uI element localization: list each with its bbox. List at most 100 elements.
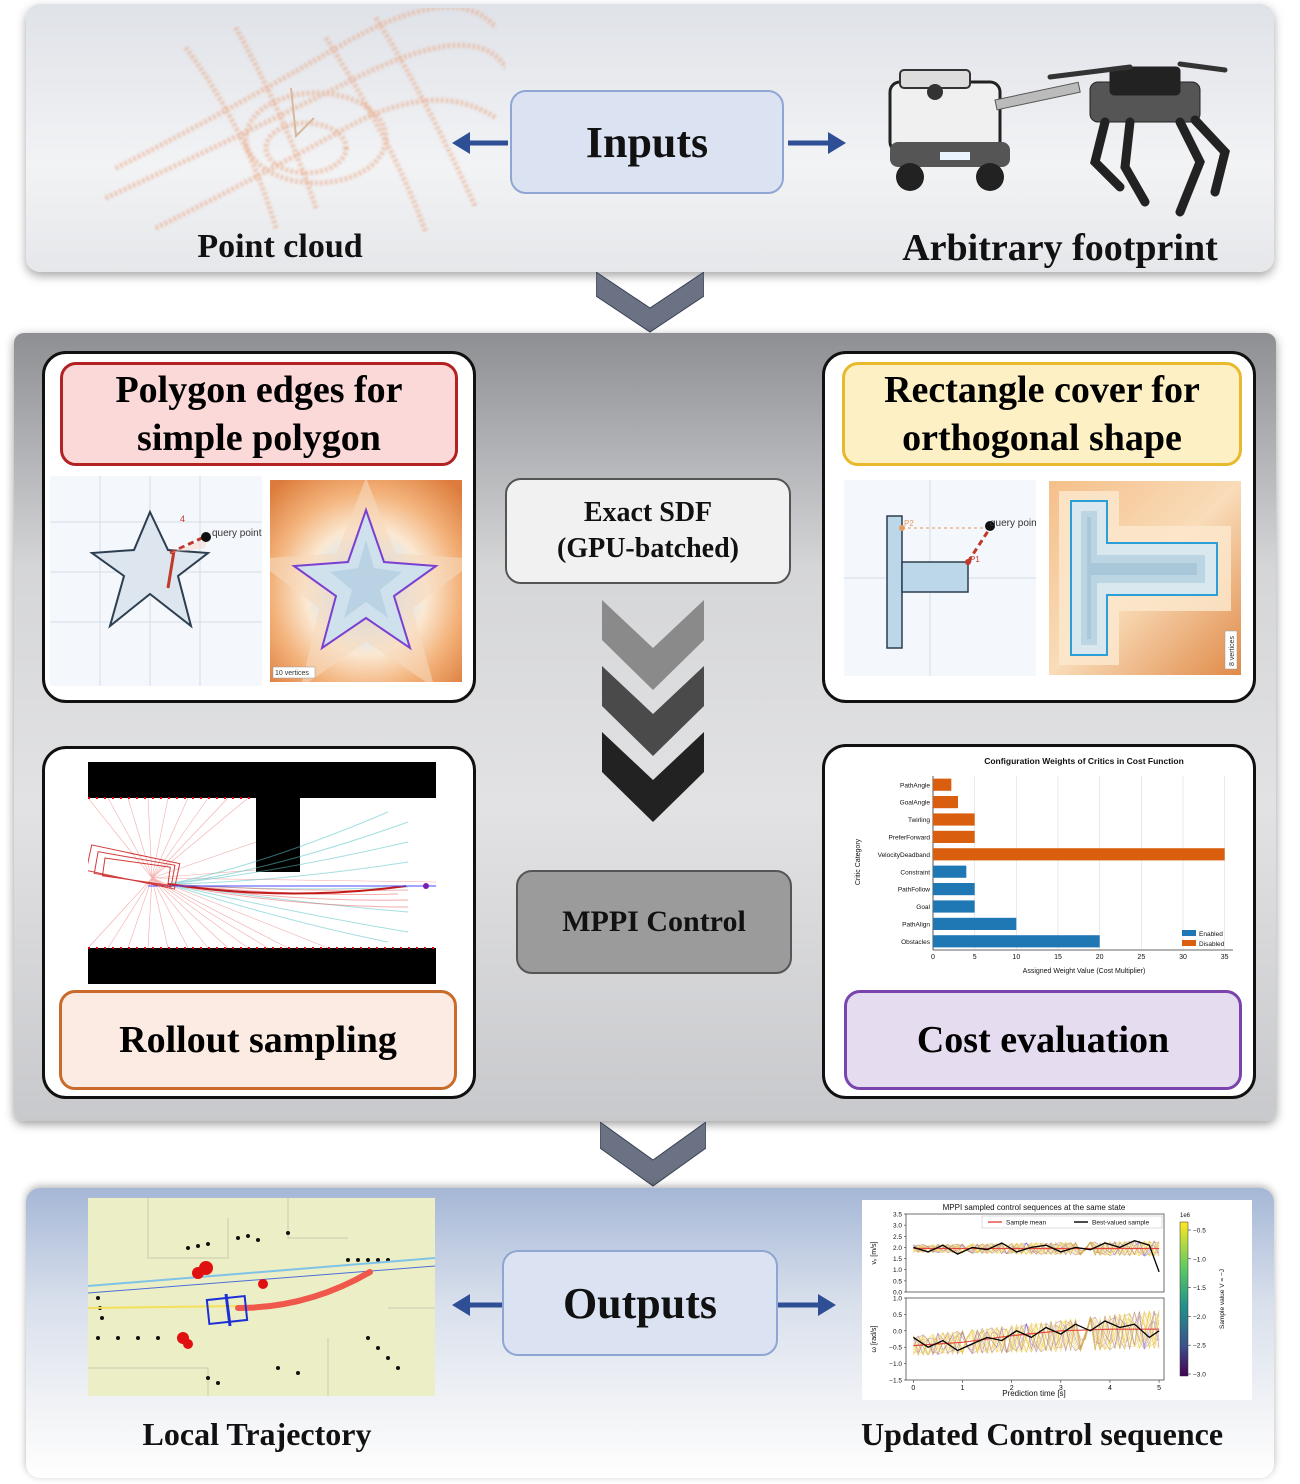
ytick-label: 1.0	[893, 1267, 902, 1274]
ytick-label: 0.5	[893, 1312, 902, 1319]
bar-PathAlign	[933, 918, 1016, 930]
polygon-title-line2: simple polygon	[137, 414, 381, 462]
sdf-line1: Exact SDF	[584, 495, 712, 531]
panel-ylabel: vₓ [m/s]	[871, 1241, 878, 1264]
rect-title-line2: orthogonal shape	[902, 414, 1182, 462]
ytick-label: 2.0	[893, 1245, 902, 1252]
bar-VelocityDeadband	[933, 848, 1225, 860]
legend-swatch	[1182, 940, 1196, 946]
bar-xtick-label: 30	[1179, 954, 1187, 961]
bar-xtick-label: 0	[931, 954, 935, 961]
ytick-label: 1.5	[893, 1256, 902, 1263]
legend-label: Enabled	[1199, 931, 1223, 938]
local-trajectory-caption: Local Trajectory	[110, 1416, 404, 1453]
bar-xtick-label: 35	[1221, 954, 1229, 961]
star-query-label: query point	[212, 528, 262, 539]
star-vertex-label: 4	[180, 514, 185, 524]
rollout-sampling-label: Rollout sampling	[59, 990, 457, 1090]
sdf-line2: (GPU-batched)	[557, 531, 739, 567]
xtick-label: 0	[911, 1385, 915, 1392]
polygon-edges-title: Polygon edges for simple polygon	[60, 362, 458, 466]
xtick-label: 1	[961, 1385, 965, 1392]
ytick-label: −0.5	[889, 1345, 902, 1352]
ytick-label: 3.5	[893, 1212, 902, 1219]
exact-sdf-box: Exact SDF (GPU-batched)	[505, 478, 791, 584]
bar-Obstacles	[933, 935, 1100, 947]
right-arrow-icon-2	[776, 1290, 838, 1320]
colorbar-tick-label: −3.0	[1193, 1372, 1206, 1379]
rollout-sampling-figure	[88, 762, 436, 984]
orthogonal-shape-figure: P2 P1 query point	[844, 480, 1036, 676]
chart-title: Configuration Weights of Critics in Cost…	[984, 756, 1184, 766]
bar-category-label: PathAngle	[900, 782, 930, 789]
bar-category-label: VelocityDeadband	[878, 852, 931, 859]
inputs-title: Inputs	[510, 90, 784, 194]
bar-category-label: Goal	[916, 904, 930, 911]
colorbar-label: Sample value V = −J	[1219, 1269, 1226, 1329]
bar-GoalAngle	[933, 796, 958, 808]
local-trajectory-map	[88, 1198, 435, 1396]
footprint-caption: Arbitrary footprint	[880, 226, 1240, 270]
mppi-chart-xlabel: Prediction time [s]	[1002, 1389, 1066, 1398]
bar-category-label: PreferForward	[888, 835, 930, 842]
bar-xtick-label: 15	[1054, 954, 1062, 961]
star-vertices-note: 10 vertices	[275, 670, 309, 677]
ytick-label: −1.5	[889, 1378, 902, 1385]
point-cloud-image	[96, 8, 506, 236]
mppi-control-box: MPPI Control	[516, 870, 792, 974]
colorbar-exponent: 1e6	[1180, 1213, 1191, 1219]
chevron-down-icon-2	[600, 1122, 706, 1188]
orthogonal-sdf-heatmap: 8 vertices	[1049, 481, 1241, 675]
bar-category-label: PathFollow	[898, 887, 930, 894]
bar-category-label: PathAlign	[902, 922, 930, 929]
ytick-label: 2.5	[893, 1234, 902, 1241]
legend-label: Disabled	[1199, 941, 1225, 948]
ytick-label: 1.0	[893, 1296, 902, 1303]
control-sequence-chart: MPPI sampled control sequences at the sa…	[862, 1200, 1252, 1400]
mppi-chart-title: MPPI sampled control sequences at the sa…	[943, 1203, 1126, 1212]
panel-ylabel: ω [rad/s]	[871, 1326, 878, 1353]
left-arrow-icon-2	[450, 1290, 506, 1320]
right-arrow-icon	[786, 128, 848, 158]
control-sequence-caption: Updated Control sequence	[840, 1416, 1244, 1453]
rect-p1-label: P1	[970, 555, 980, 564]
left-arrow-icon	[450, 128, 512, 158]
bar-Twirling	[933, 813, 975, 825]
chart-xlabel: Assigned Weight Value (Cost Multiplier)	[1023, 968, 1146, 975]
chevron-down-icon	[596, 272, 704, 334]
ytick-label: 0.5	[893, 1278, 902, 1285]
colorbar-tick-label: −1.0	[1193, 1256, 1206, 1263]
bar-category-label: Constraint	[900, 869, 930, 876]
bar-category-label: Twirling	[908, 817, 930, 824]
rect-title-line1: Rectangle cover for	[884, 366, 1200, 414]
ytick-label: −1.0	[889, 1361, 902, 1368]
bar-PreferForward	[933, 831, 975, 843]
ytick-label: 0.0	[893, 1328, 902, 1335]
bar-category-label: GoalAngle	[900, 800, 931, 807]
colorbar	[1180, 1222, 1188, 1376]
bar-xtick-label: 5	[973, 954, 977, 961]
triple-chevron-down-icon	[600, 600, 706, 824]
mppi-panel-1: −1.5 −1.0 −0.5 0.0 0.5 1.0 ω [rad/s]	[871, 1296, 1164, 1385]
colorbar-tick-label: −1.5	[1193, 1285, 1206, 1292]
legend-label: Best-valued sample	[1092, 1220, 1149, 1227]
ytick-label: 3.0	[893, 1223, 902, 1230]
wheeled-robot-icon	[890, 70, 1080, 191]
xtick-label: 5	[1157, 1385, 1161, 1392]
outputs-title: Outputs	[502, 1250, 778, 1356]
colorbar-tick-label: −2.5	[1193, 1343, 1206, 1350]
bar-PathAngle	[933, 779, 951, 791]
star-polygon-figure: 4 query point	[50, 476, 262, 686]
bar-xtick-label: 25	[1137, 954, 1145, 961]
rect-query-label: query point	[990, 518, 1036, 529]
xtick-label: 4	[1108, 1385, 1112, 1392]
bar-Constraint	[933, 866, 966, 878]
bar-xtick-label: 10	[1012, 954, 1020, 961]
bar-Goal	[933, 900, 975, 912]
legend-swatch	[1182, 930, 1196, 936]
rect-p2-label: P2	[904, 519, 914, 528]
star-sdf-heatmap: 10 vertices	[270, 480, 462, 682]
polygon-title-line1: Polygon edges for	[115, 366, 402, 414]
cost-evaluation-label: Cost evaluation	[844, 990, 1242, 1090]
